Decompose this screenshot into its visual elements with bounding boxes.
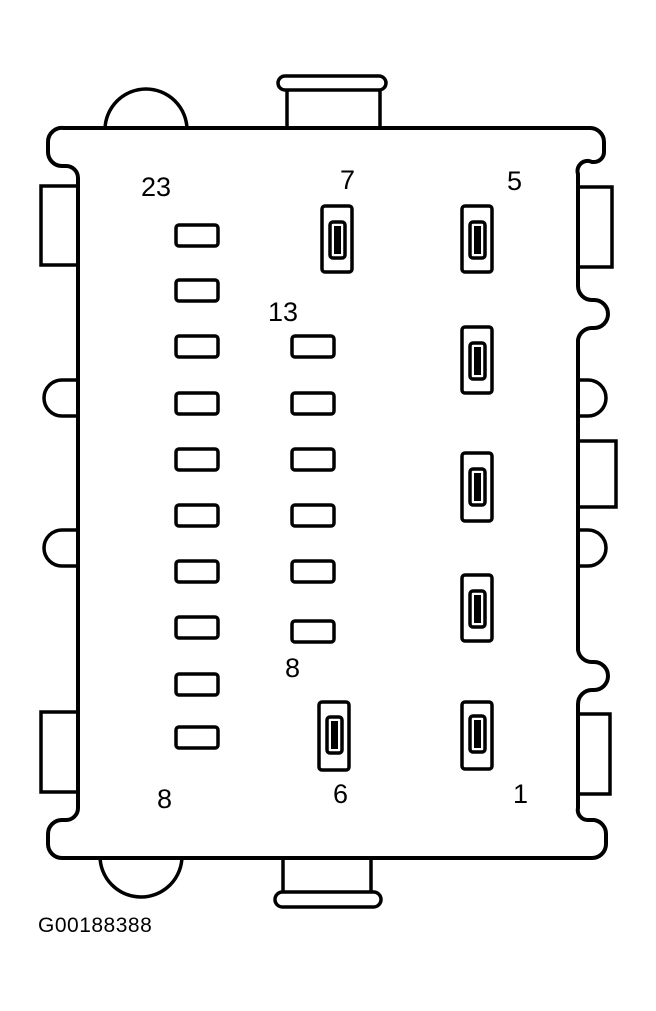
terminal-pin-7 [320,204,354,274]
top-latch-tab [276,74,388,134]
pin-label-23: 23 [141,172,171,202]
terminal-pin-right-2 [460,325,494,395]
cavity [290,334,336,359]
left-side-tab-upper [39,184,83,267]
left-round-nub-upper [42,378,82,418]
terminal-pin-right-4 [460,573,494,643]
middle-cavity-column [290,334,336,644]
pin-label-8-middle: 8 [285,653,300,683]
cavity [174,334,220,359]
bottom-left-round-bump [98,855,184,899]
cavity [174,615,220,640]
cavity [290,559,336,584]
cavity [174,391,220,416]
terminal-pin-1 [460,700,494,771]
pin-label-1: 1 [513,779,528,809]
cavity [174,672,220,697]
terminal-pin-6 [317,700,351,772]
top-left-round-bump [103,87,189,131]
cavity [290,619,336,644]
cavity [290,447,336,472]
cavity [290,503,336,528]
cavity [174,223,220,248]
pin-label-5: 5 [507,166,522,196]
cavity [290,391,336,416]
cavity [174,278,220,303]
cavity [174,447,220,472]
pin-label-6: 6 [333,779,348,809]
bottom-latch-tab [273,852,383,909]
left-round-nub-lower [42,528,82,568]
left-cavity-column [174,223,220,750]
cavity [174,559,220,584]
left-side-tab-lower [39,710,83,794]
pin-label-8-bottom: 8 [157,784,172,814]
cavity [174,725,220,750]
pin-label-13: 13 [268,297,298,327]
pin-label-7: 7 [340,165,355,195]
cavity [174,503,220,528]
terminal-pin-5 [460,204,494,274]
terminal-pin-right-3 [460,451,494,523]
figure-id-caption: G00188388 [38,914,153,937]
